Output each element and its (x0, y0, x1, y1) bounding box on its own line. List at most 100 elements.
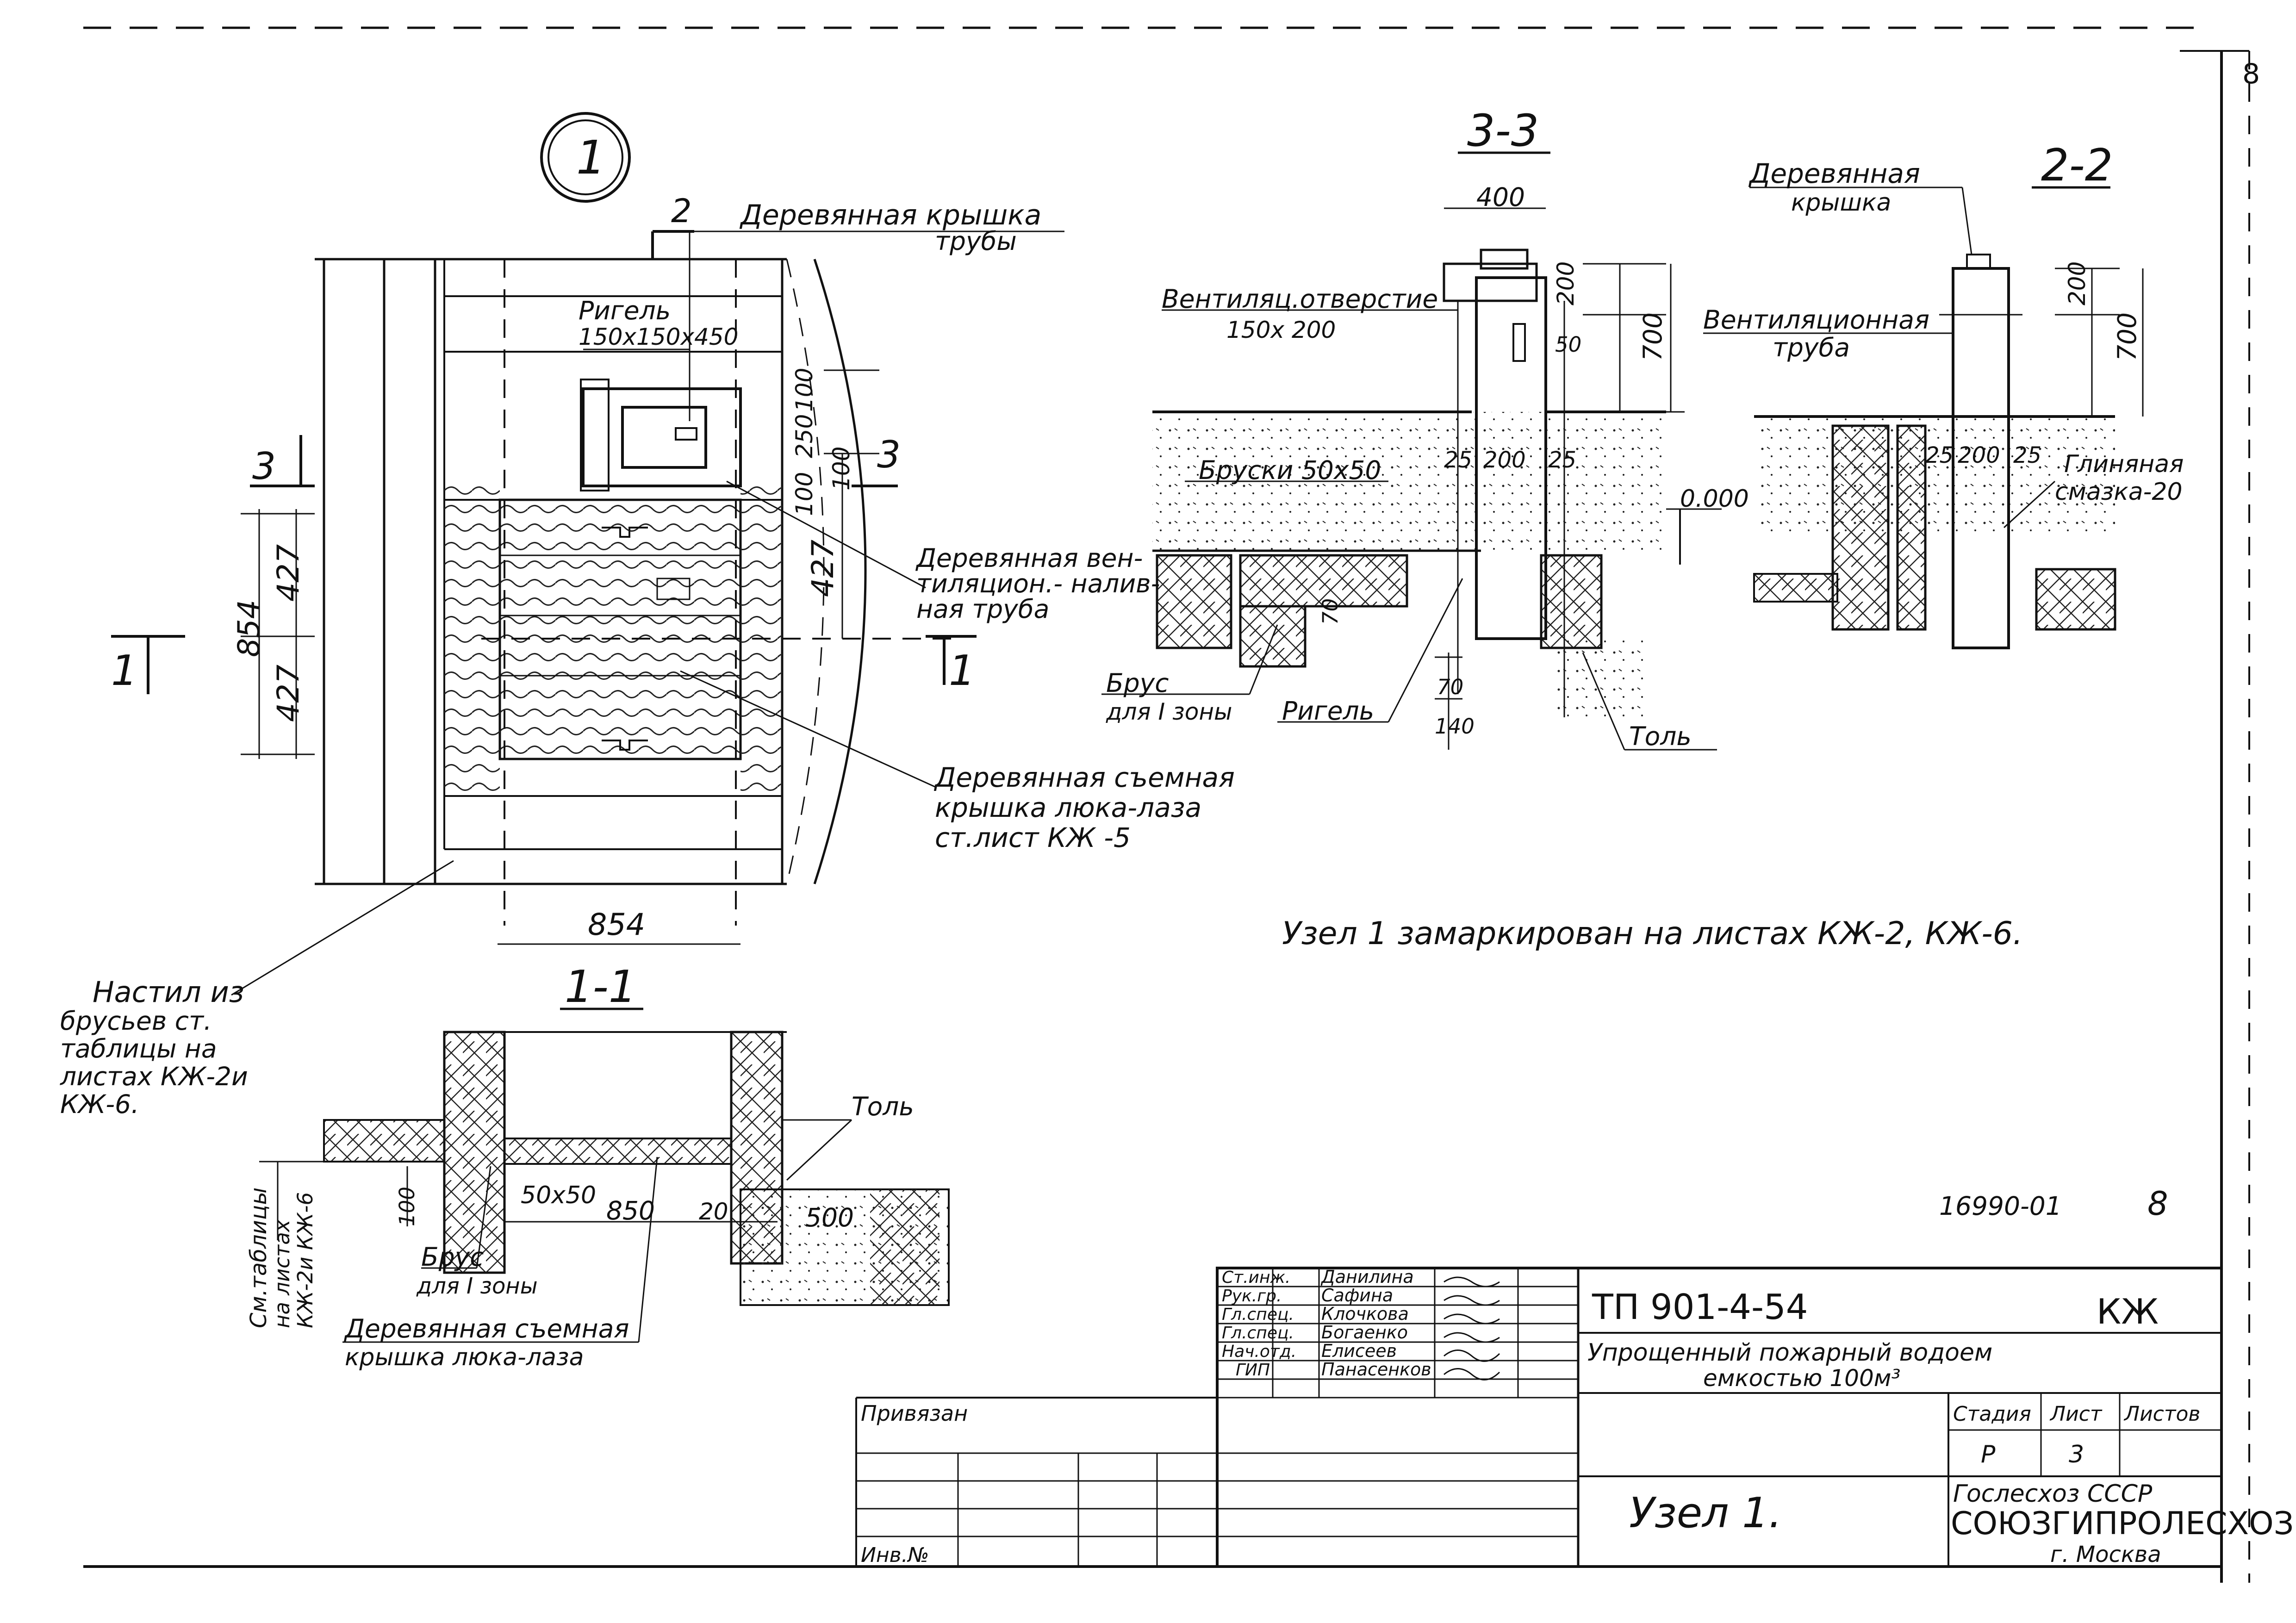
svg-text:1: 1 (576, 131, 606, 185)
dim-854-vertical: 854 (232, 600, 267, 657)
dim-100-side: 100 (828, 447, 855, 491)
cut-label-1-right: 1 (949, 647, 975, 695)
cut-label-2: 2 (671, 192, 692, 230)
dim-427-upper: 427 (271, 544, 306, 602)
label-tol-11: Толь (852, 1092, 914, 1121)
sig-role-2: Гл.спец. (1222, 1305, 1294, 1324)
sig-name-5: Панасенков (1321, 1359, 1431, 1380)
label-side-l2: на листах (270, 1219, 294, 1328)
object-name-l1: Упрощенный пожарный водоем (1587, 1339, 1992, 1367)
dim-854-bottom: 854 (588, 908, 645, 942)
sig-role-5: ГИП (1236, 1361, 1270, 1380)
sig-name-4: Елисеев (1321, 1341, 1397, 1361)
dim-427-lower: 427 (271, 665, 306, 722)
label-vent-pipe-l3: ная труба (916, 594, 1049, 624)
label-beam-l1: Брус (1106, 668, 1169, 698)
dim-850: 850 (606, 1196, 655, 1225)
org-line-1: Гослесхоз СССР (1953, 1480, 2153, 1508)
label-rigel-33: Ригель (1282, 696, 1374, 726)
dim-25-left: 25 (1444, 447, 1472, 473)
label-cover-pipe-l2: трубы (935, 226, 1017, 256)
label-deck-l5: КЖ-6. (60, 1089, 139, 1119)
project-code: ТП 901-4-54 (1592, 1287, 1808, 1327)
dim-140: 140 (1435, 714, 1475, 739)
dim-25-right-22: 25 (2013, 442, 2041, 468)
dim-25-left-22: 25 (1925, 442, 1954, 468)
label-tol-33: Толь (1629, 721, 1692, 751)
dim-20: 20 (699, 1198, 728, 1225)
label-rigel-l2: 150x150x450 (579, 323, 738, 350)
stage-header: Стадия (1953, 1402, 2031, 1426)
dim-700: 700 (1638, 312, 1668, 361)
label-vent-22-l2: труба (1773, 333, 1850, 362)
sheet-value: 3 (2069, 1441, 2084, 1468)
org-line-2: СОЮЗГИПРОЛЕСХОЗ (1951, 1505, 2294, 1542)
dim-200-top: 200 (1552, 261, 1579, 305)
dim-100-11: 100 (395, 1187, 419, 1226)
marking-note: Узел 1 замаркирован на листах КЖ-2, КЖ-6… (1282, 915, 2023, 952)
section-1-1 (259, 1007, 950, 1343)
dim-50x50: 50x50 (521, 1181, 596, 1209)
label-vent-22-l1: Вентиляционная (1703, 305, 1929, 335)
section-2-2-title: 2-2 (2041, 140, 2113, 191)
dim-200-mid: 200 (1483, 447, 1526, 473)
label-side-l1: См.таблицы (246, 1188, 272, 1328)
dim-250: 250 (791, 414, 818, 458)
sig-name-0: Данилина (1320, 1267, 1414, 1287)
sig-role-0: Ст.инж. (1222, 1268, 1290, 1287)
linked-label: Привязан (861, 1401, 968, 1426)
label-vent-pipe-l1: Деревянная вен- (915, 543, 1143, 573)
dim-200-mid-22: 200 (1958, 442, 2000, 468)
dim-100-top: 100 (791, 368, 818, 412)
dim-70-b: 70 (1437, 675, 1463, 699)
label-beam-11-l2: для I зоны (416, 1273, 538, 1299)
cut-label-1-left: 1 (111, 647, 137, 695)
dim-500: 500 (805, 1203, 854, 1232)
label-deck-l3: таблицы на (60, 1034, 217, 1063)
dim-25-right: 25 (1548, 447, 1576, 473)
dim-50: 50 (1555, 332, 1581, 357)
dim-700-22: 700 (2112, 312, 2142, 361)
sig-role-4: Нач.отд. (1222, 1342, 1296, 1361)
drawing-mark: КЖ (2097, 1291, 2159, 1332)
label-deck-l2: брусьев ст. (60, 1006, 212, 1036)
drawing-title: Узел 1. (1629, 1489, 1782, 1537)
drawing-code: 16990-01 (1939, 1191, 2062, 1221)
label-hatch-11-l1: Деревянная съемная (343, 1314, 629, 1343)
sig-role-1: Рук.гр. (1222, 1287, 1282, 1306)
sig-name-1: Сафина (1321, 1285, 1393, 1306)
signature-marks (1444, 1276, 1500, 1380)
label-vent-hole-l2: 150x 200 (1226, 317, 1336, 343)
section-3-3-title: 3-3 (1467, 106, 1539, 156)
dim-427-right: 427 (806, 540, 840, 597)
dim-70-a: 70 (1318, 598, 1343, 625)
dim-100-mid: 100 (791, 472, 818, 516)
corner-sheet-number: 8 (2242, 58, 2260, 90)
main-plan (111, 230, 1064, 996)
label-cover-22-l2: крышка (1791, 189, 1891, 217)
label-cover-pipe-l1: Деревянная крышка (739, 199, 1041, 231)
sheet-number-corner: 8 (2147, 1185, 2168, 1223)
section-1-1-title: 1-1 (565, 962, 636, 1013)
sheets-header: Листов (2123, 1402, 2200, 1426)
label-hatch-11-l2: крышка люка-лаза (345, 1343, 584, 1371)
stage-value: Р (1981, 1441, 1996, 1468)
section-2-2 (1703, 186, 2144, 649)
inv-label: Инв.№ (861, 1543, 929, 1567)
section-3-3 (1101, 151, 1722, 751)
label-beam-11-l1: Брус (421, 1242, 484, 1272)
dim-200-22: 200 (2064, 261, 2091, 305)
title-block-grid (855, 1267, 2223, 1568)
label-side-l3: КЖ-2и КЖ-6 (293, 1192, 317, 1328)
dim-400: 400 (1476, 182, 1525, 212)
label-hatch-l3: ст.лист КЖ -5 (935, 822, 1131, 853)
sig-name-3: Богаенко (1321, 1322, 1408, 1343)
level-0-000: 0.000 (1680, 485, 1749, 513)
label-bars-50x50: Бруски 50x50 (1199, 455, 1381, 485)
label-rigel-l1: Ригель (579, 296, 671, 325)
label-deck-l1: Настил из (93, 975, 244, 1009)
object-name-l2: емкостью 100м³ (1703, 1365, 1901, 1392)
label-vent-pipe-l2: тиляцион.- налив- (916, 569, 1160, 598)
sig-name-2: Клочкова (1321, 1304, 1409, 1324)
